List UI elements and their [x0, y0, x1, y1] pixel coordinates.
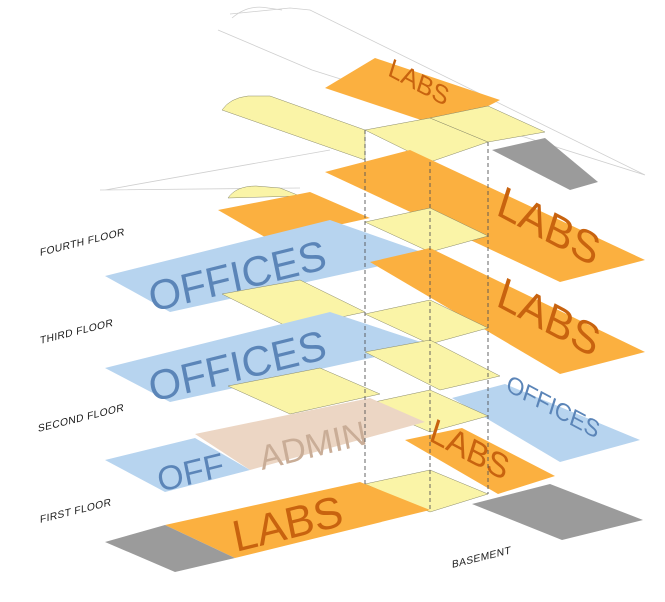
- roof-labs-slab: [325, 58, 500, 128]
- first-labs: [165, 482, 430, 558]
- first-floor: LABS FIRST FLOOR: [40, 469, 643, 572]
- fourth-floor-label: FOURTH FLOOR: [40, 227, 125, 259]
- roof-level: LABS: [217, 6, 646, 190]
- third-labs-east: [370, 248, 645, 374]
- third-offices: [105, 312, 430, 402]
- core-guide-lines: [364, 130, 489, 512]
- roof-service-slab: [492, 138, 598, 190]
- second-core-east: [364, 339, 501, 391]
- second-core-west: [227, 367, 381, 415]
- second-offices-east: [452, 384, 640, 462]
- second-floor-label: SECOND FLOOR: [38, 403, 124, 435]
- basement-label: BASEMENT: [452, 545, 511, 571]
- fourth-offices: [105, 220, 430, 312]
- first-service-west: [105, 525, 235, 572]
- fourth-labs-west: [218, 192, 370, 240]
- third-floor-label: THIRD FLOOR: [40, 318, 113, 347]
- roof-west-core: [221, 95, 366, 161]
- first-service-east: [472, 484, 643, 540]
- second-offices-west: [105, 438, 250, 492]
- second-admin: [195, 398, 425, 470]
- fourth-labs-east: [325, 150, 645, 282]
- fourth-floor-outline: [99, 149, 331, 191]
- second-labs: [405, 428, 555, 494]
- roof-core-east: [429, 105, 546, 143]
- fourth-dome: [227, 185, 301, 199]
- roof-dome-outline: [231, 6, 283, 19]
- first-floor-label: FIRST FLOOR: [40, 497, 111, 526]
